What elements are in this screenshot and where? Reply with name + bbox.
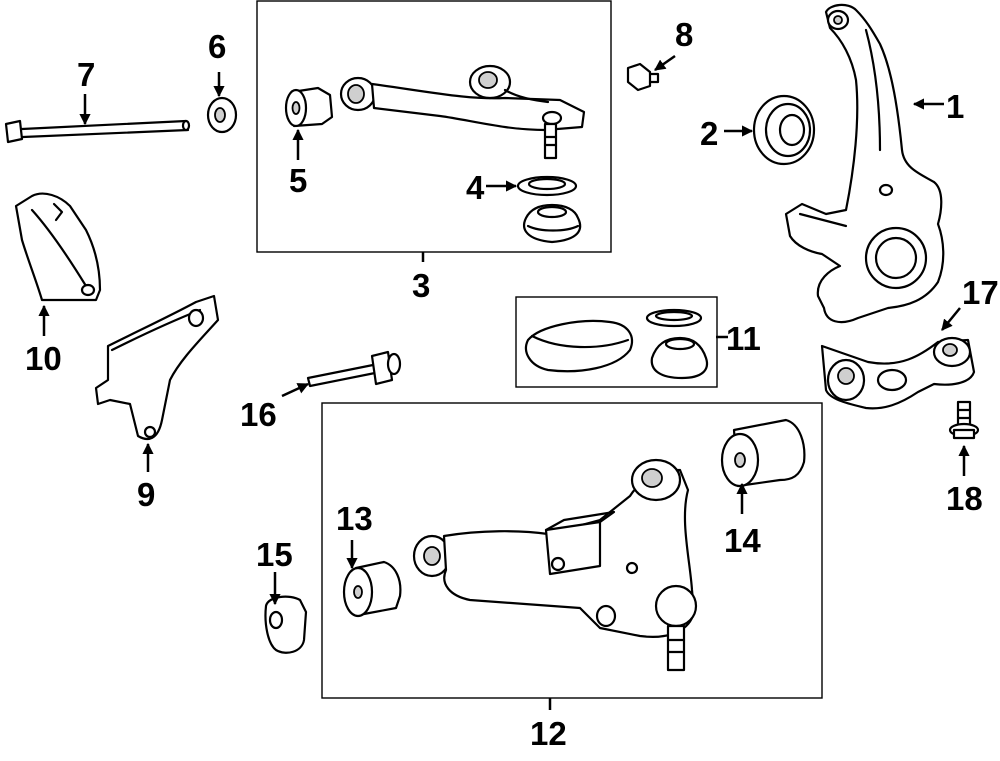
callout-17: 17: [962, 274, 999, 311]
part-15-cam-bolt: [264, 595, 308, 654]
callout-7: 7: [77, 56, 95, 93]
callout-12: 12: [530, 715, 567, 752]
part-16-bolt: [306, 350, 402, 388]
part-4-seal-ring: [516, 175, 578, 197]
ball-joint-kit-group-box: [515, 296, 718, 388]
part-5-bushing: [284, 86, 334, 128]
part-1-steering-knuckle: [784, 3, 945, 324]
callout-3: 3: [412, 267, 430, 304]
part-10-bracket: [14, 192, 102, 302]
callout-1: 1: [946, 88, 964, 125]
part-3-dust-boot: [523, 203, 582, 244]
part-3-upper-control-arm: [339, 64, 586, 160]
part-6-nut: [206, 96, 238, 134]
part-12-lower-control-arm: [412, 458, 698, 672]
callout-10: 10: [25, 340, 62, 377]
callout-2: 2: [700, 115, 718, 152]
part-13-bushing: [342, 560, 402, 618]
part-2-dust-shield: [752, 94, 816, 166]
part-9-bracket: [94, 294, 220, 440]
callout-9: 9: [137, 476, 155, 513]
callout-11: 11: [726, 320, 761, 357]
part-11-ball-joint-kit: [524, 308, 709, 380]
part-8-bolt: [626, 62, 660, 92]
upper-control-arm-group-box: [256, 0, 612, 253]
callout-13: 13: [336, 500, 373, 537]
callout-4: 4: [466, 169, 485, 206]
callout-16: 16: [240, 396, 277, 433]
part-14-bushing: [720, 418, 806, 488]
callout-14: 14: [724, 522, 761, 559]
part-17-steering-arm: [820, 336, 976, 410]
callout-6: 6: [208, 28, 226, 65]
callout-5: 5: [289, 162, 307, 199]
leader-lines: [38, 54, 970, 710]
callout-15: 15: [256, 536, 293, 573]
lower-control-arm-group-box: [321, 402, 823, 699]
part-7-bolt: [4, 119, 191, 144]
part-18-bolt: [948, 400, 980, 440]
callout-8: 8: [675, 16, 693, 53]
callout-18: 18: [946, 480, 983, 517]
